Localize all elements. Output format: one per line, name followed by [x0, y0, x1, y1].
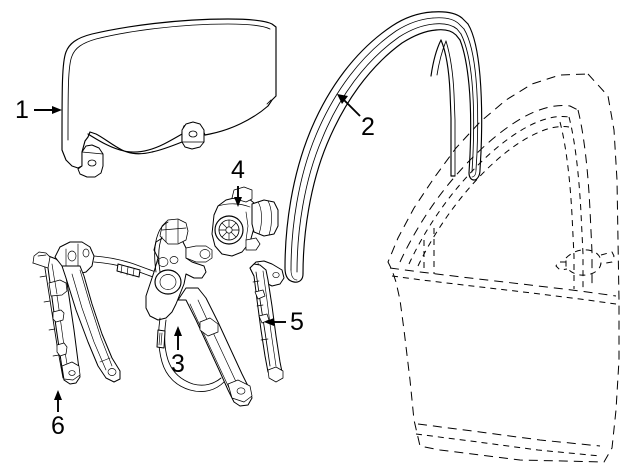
callout-4-group[interactable]: 4	[231, 156, 245, 207]
callout-2-number: 2	[361, 113, 375, 141]
callout-2-group[interactable]: 2	[337, 94, 375, 141]
callout-3-number: 3	[171, 350, 185, 378]
callout-4-arrowhead	[234, 197, 242, 207]
door-shell-reference-outline	[387, 73, 620, 463]
callout-1-group[interactable]: 1	[15, 96, 62, 124]
part-window-motor[interactable]	[211, 186, 279, 257]
callout-2-arrowhead	[337, 94, 348, 104]
callout-3-group[interactable]: 3	[171, 326, 185, 378]
callout-5-number: 5	[290, 308, 304, 336]
part-front-guide-rail[interactable]	[32, 251, 81, 385]
callout-6-number: 6	[51, 412, 65, 440]
callout-3-arrowhead	[174, 326, 182, 336]
callout-6-arrowhead	[54, 390, 62, 400]
callout-2-leader	[343, 99, 361, 117]
callout-1-arrowhead	[52, 106, 62, 114]
callout-6-group[interactable]: 6	[51, 390, 65, 440]
callout-5-arrowhead	[264, 318, 274, 326]
part-rear-guide-rail[interactable]	[249, 260, 285, 383]
part-run-channel-seal[interactable]	[284, 11, 483, 283]
callout-1-number: 1	[15, 96, 29, 124]
callout-4-number: 4	[231, 156, 245, 184]
part-window-glass[interactable]	[61, 18, 277, 178]
part-window-regulator[interactable]	[54, 218, 253, 407]
callout-5-group[interactable]: 5	[264, 308, 304, 336]
